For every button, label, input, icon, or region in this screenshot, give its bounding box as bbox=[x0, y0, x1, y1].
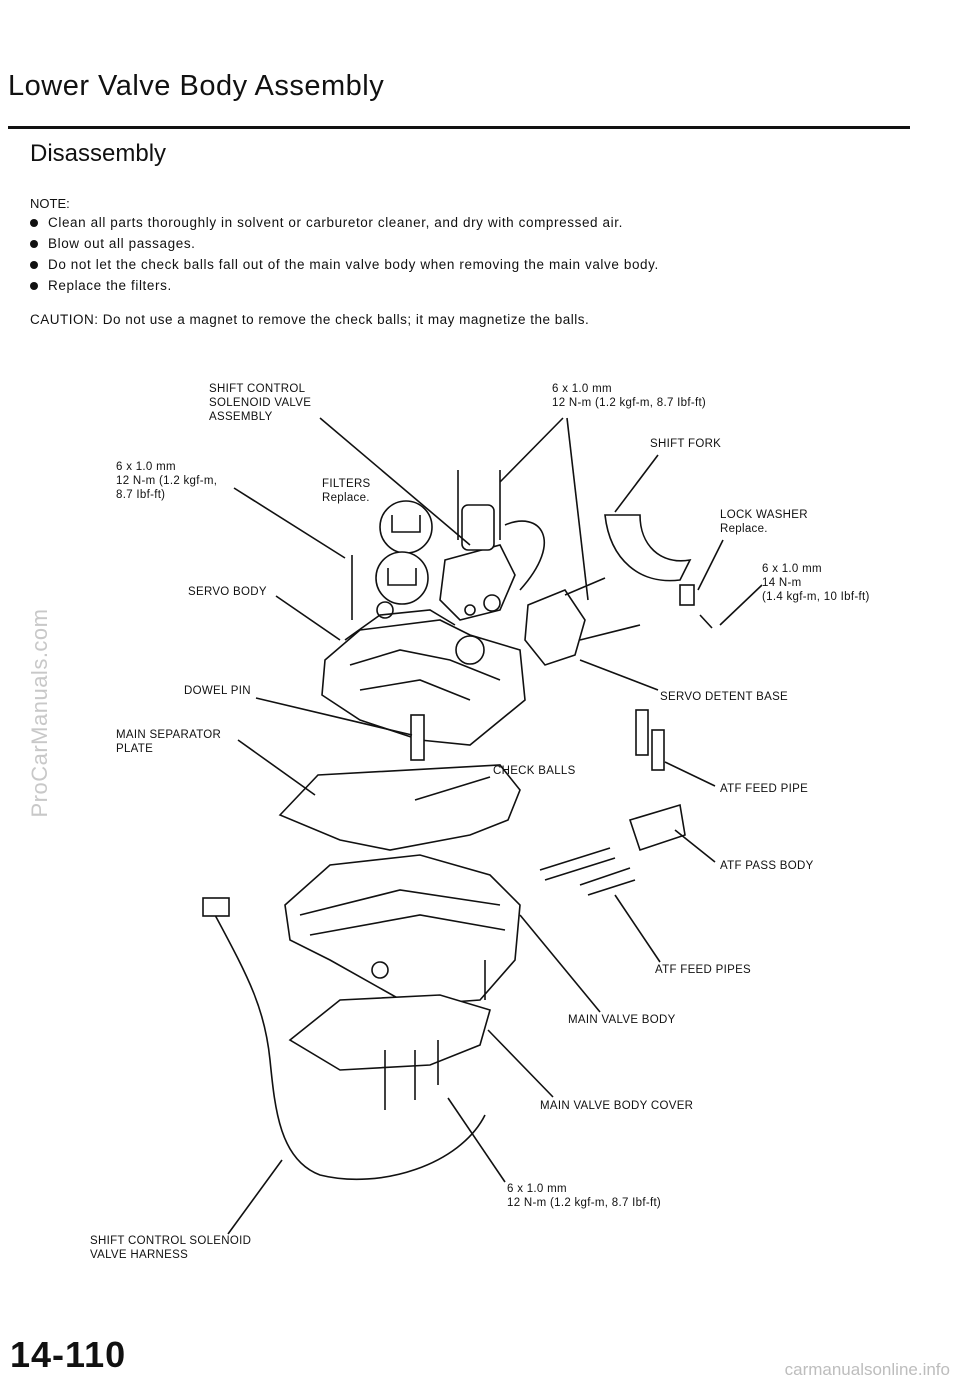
caution-text: CAUTION: Do not use a magnet to remove t… bbox=[30, 312, 590, 327]
label-check-balls: CHECK BALLS bbox=[493, 765, 576, 777]
separator-plate-shape bbox=[278, 764, 521, 851]
note-item: Do not let the check balls fall out of t… bbox=[30, 254, 659, 275]
label-bolt-top-right: 6 x 1.0 mm 12 N-m (1.2 kgf-m, 8.7 Ibf-ft… bbox=[552, 383, 707, 409]
leader-lines bbox=[227, 417, 763, 1235]
note-text: Blow out all passages. bbox=[48, 236, 196, 251]
atf-pipes-shape bbox=[539, 709, 686, 896]
note-heading: NOTE: bbox=[30, 196, 70, 211]
page-number: 14-110 bbox=[10, 1334, 127, 1375]
harness-connector-shape bbox=[202, 897, 230, 917]
section-subtitle: Disassembly bbox=[30, 140, 167, 167]
label-main-separator-plate: MAIN SEPARATOR PLATE bbox=[116, 729, 222, 755]
label-atf-feed-pipe: ATF FEED PIPE bbox=[720, 783, 809, 795]
note-item: Replace the filters. bbox=[30, 275, 659, 296]
note-text: Do not let the check balls fall out of t… bbox=[48, 257, 659, 272]
label-servo-body: SERVO BODY bbox=[188, 586, 267, 598]
bullet-icon bbox=[30, 240, 38, 248]
bullet-icon bbox=[30, 219, 38, 227]
label-main-valve-body: MAIN VALVE BODY bbox=[568, 1014, 676, 1026]
page-title: Lower Valve Body Assembly bbox=[8, 70, 385, 102]
label-bolt-left: 6 x 1.0 mm 12 N-m (1.2 kgf-m, 8.7 Ibf-ft… bbox=[116, 461, 218, 501]
label-servo-detent-base: SERVO DETENT BASE bbox=[660, 691, 789, 703]
label-dowel-pin: DOWEL PIN bbox=[184, 685, 251, 697]
label-atf-pass-body: ATF PASS BODY bbox=[720, 860, 814, 872]
footer-watermark: carmanualsonline.info bbox=[784, 1360, 950, 1379]
valve-body-cover-shape bbox=[288, 994, 491, 1110]
note-text: Clean all parts thoroughly in solvent or… bbox=[48, 215, 623, 230]
label-harness: SHIFT CONTROL SOLENOID VALVE HARNESS bbox=[90, 1235, 252, 1261]
note-item: Clean all parts thoroughly in solvent or… bbox=[30, 212, 659, 233]
note-text: Replace the filters. bbox=[48, 278, 172, 293]
label-bolt-bottom: 6 x 1.0 mm 12 N-m (1.2 kgf-m, 8.7 Ibf-ft… bbox=[507, 1183, 662, 1209]
label-main-valve-body-cover: MAIN VALVE BODY COVER bbox=[540, 1100, 694, 1112]
main-valve-body-shape bbox=[284, 854, 521, 1006]
filter-shapes bbox=[375, 500, 433, 605]
dowel-pin-shape bbox=[410, 714, 425, 761]
label-shift-fork: SHIFT FORK bbox=[650, 438, 722, 450]
label-atf-feed-pipes: ATF FEED PIPES bbox=[655, 964, 752, 976]
title-rule bbox=[8, 126, 910, 129]
servo-detent-base-shape bbox=[524, 577, 641, 666]
label-lock-washer: LOCK WASHER Replace. bbox=[720, 509, 808, 535]
bullet-icon bbox=[30, 261, 38, 269]
note-item: Blow out all passages. bbox=[30, 233, 659, 254]
solenoid-valve-shape bbox=[439, 470, 546, 621]
servo-body-shape bbox=[321, 601, 526, 746]
harness-wire-shape bbox=[214, 914, 486, 1181]
shift-fork-shape bbox=[604, 514, 713, 629]
side-watermark: ProCarManuals.com bbox=[27, 608, 52, 818]
label-filters: FILTERS Replace. bbox=[322, 478, 371, 504]
bullet-icon bbox=[30, 282, 38, 290]
label-shift-control-solenoid: SHIFT CONTROL SOLENOID VALVE ASSEMBLY bbox=[209, 383, 312, 423]
note-list: Clean all parts thoroughly in solvent or… bbox=[30, 212, 659, 296]
label-bolt-lock: 6 x 1.0 mm 14 N-m (1.4 kgf-m, 10 Ibf-ft) bbox=[762, 563, 870, 603]
